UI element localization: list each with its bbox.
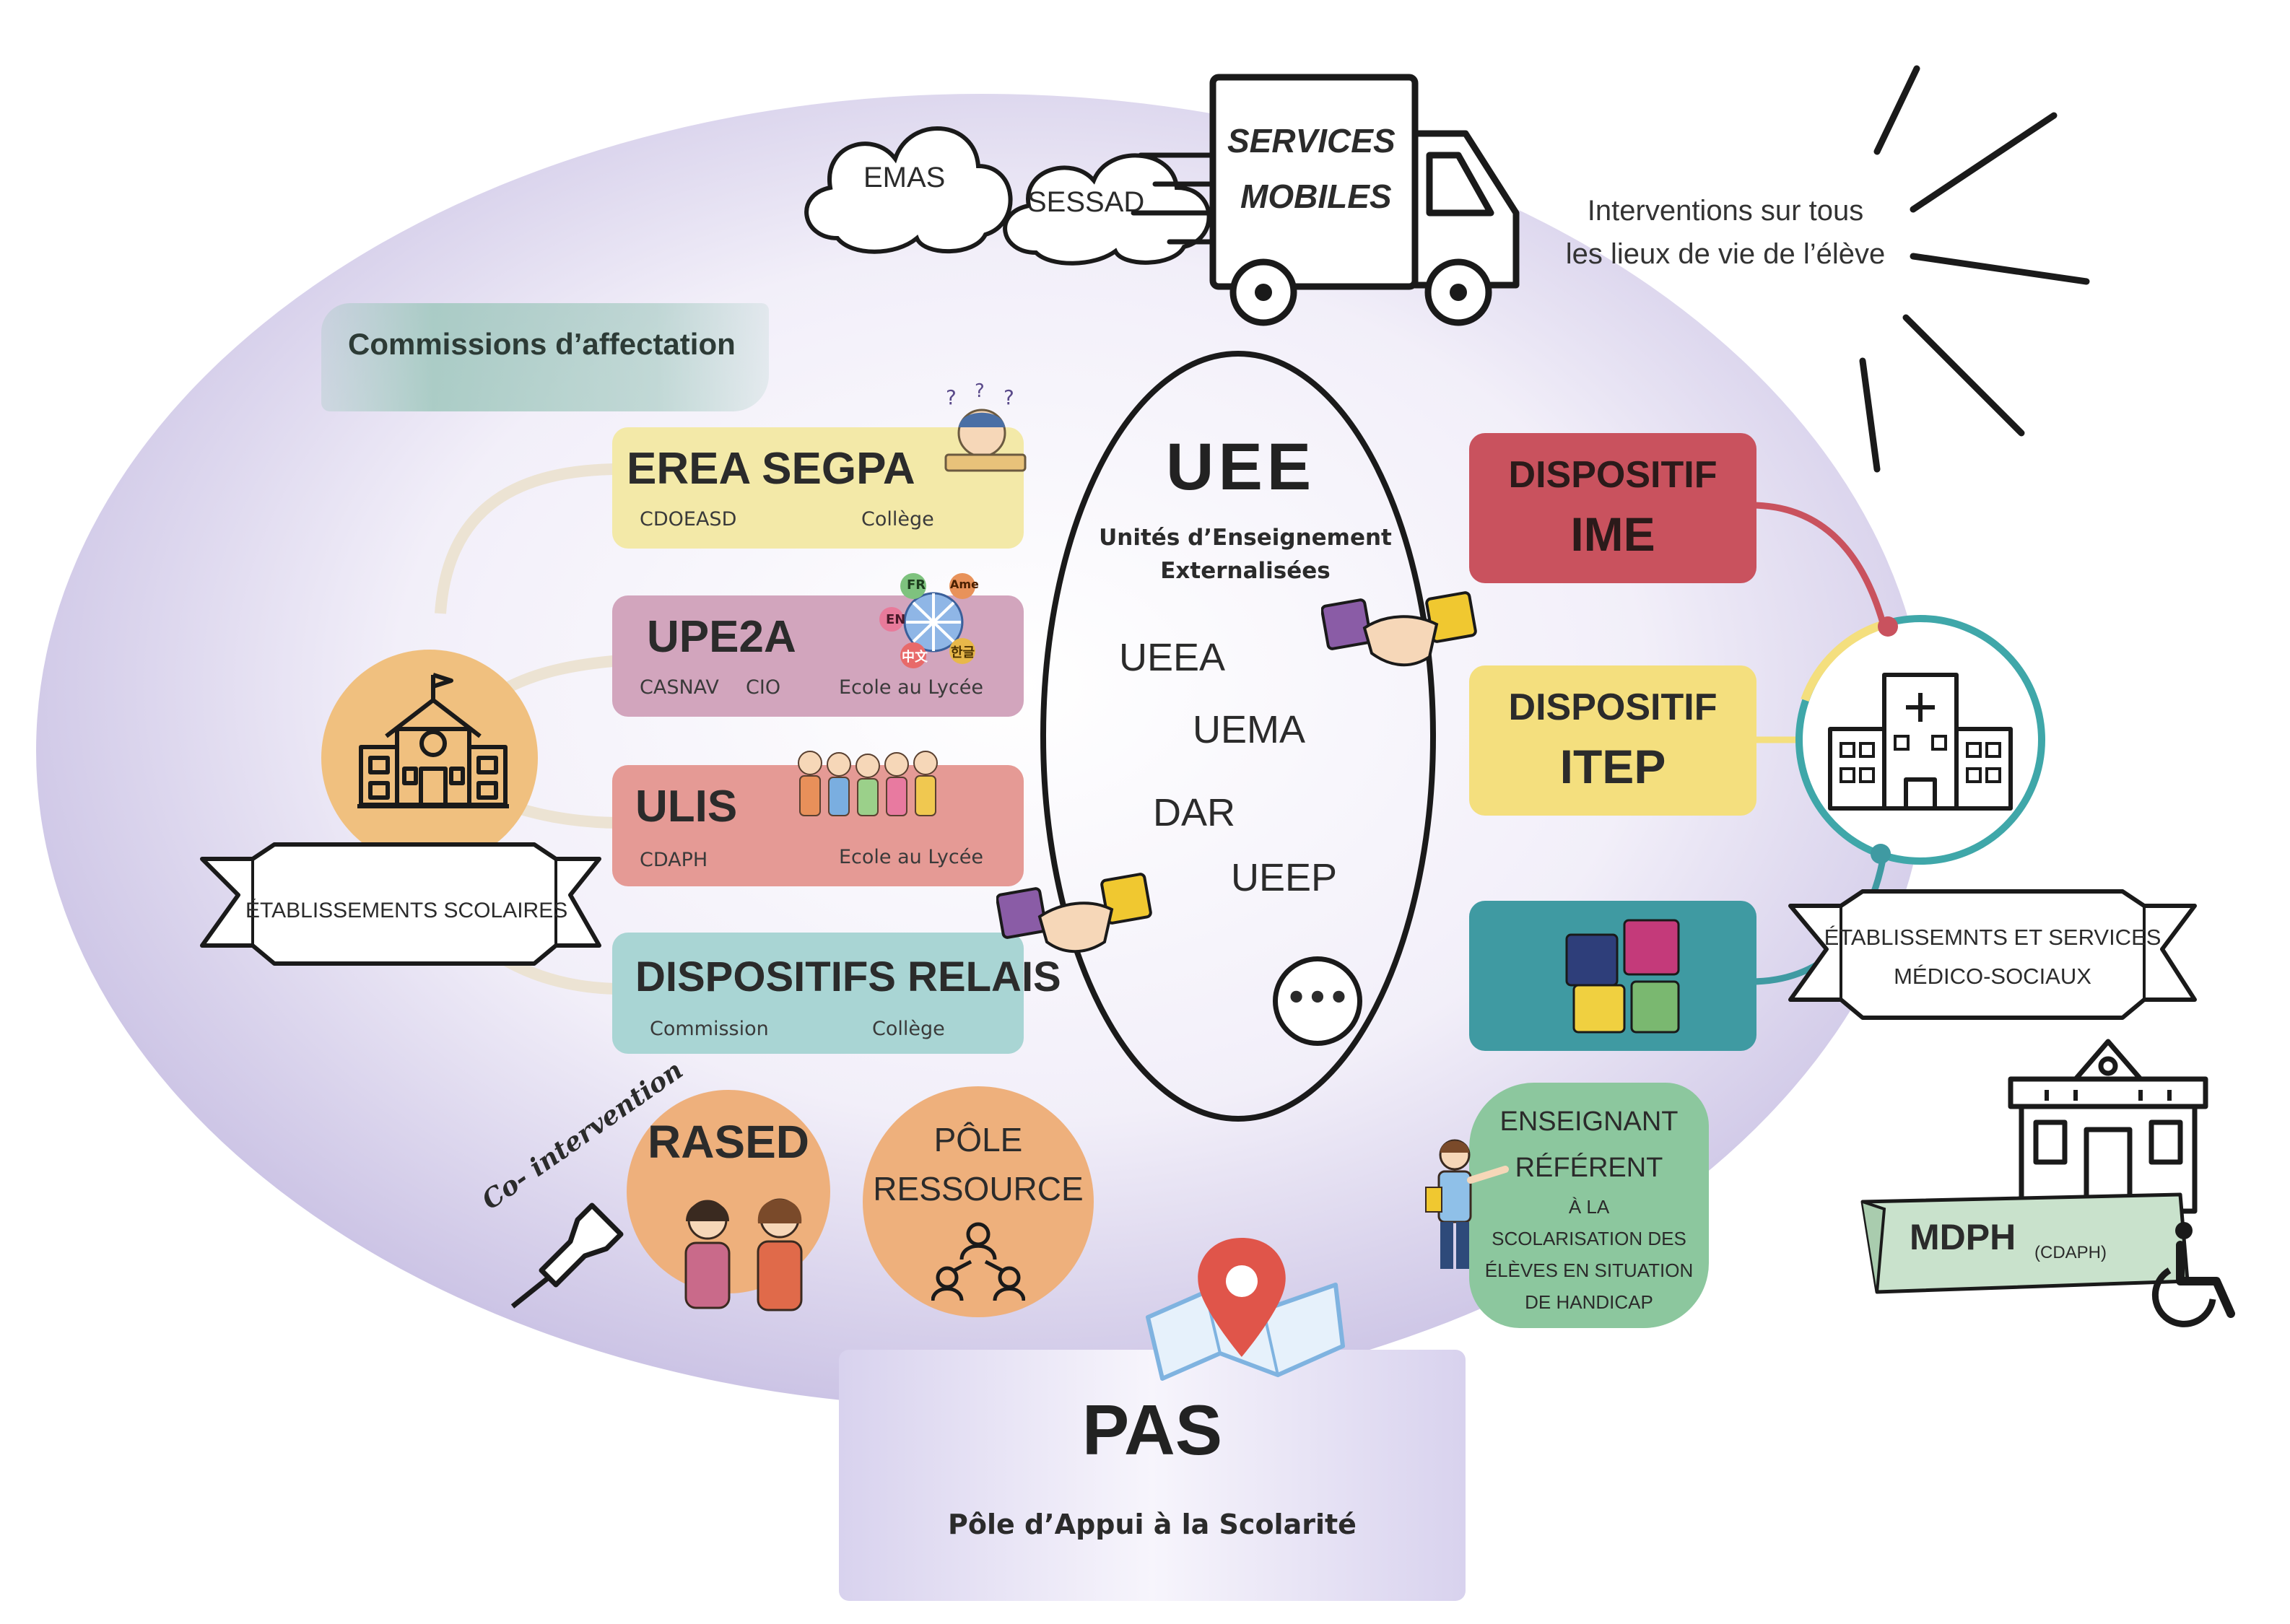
mdph-building-icon xyxy=(2008,1039,2208,1214)
card-ulis[interactable]: ULIS CDAPH Ecole au Lycée xyxy=(612,765,1024,886)
pole-ressource-label: PÔLE RESSOURCE xyxy=(863,1115,1094,1213)
card-upe2a-title: UPE2A xyxy=(647,612,796,662)
referent-line1: ENSEIGNANT xyxy=(1499,1106,1679,1137)
card-relais-title: DISPOSITIFS RELAIS xyxy=(635,953,1061,1000)
handshake-icon-top xyxy=(1321,591,1477,667)
uee-subtitle: Unités d’Enseignement Externalisées xyxy=(1083,521,1408,588)
commissions-label: Commissions d’affectation xyxy=(348,327,736,361)
uee-item-uema: UEMA xyxy=(1193,708,1306,751)
card-upe2a-sub3: Ecole au Lycée xyxy=(839,676,983,699)
wheelchair-icon xyxy=(2151,1222,2235,1327)
pole-line1: PÔLE xyxy=(933,1121,1023,1158)
ecole-circle xyxy=(321,650,538,866)
referent-line4: SCOLARISATION DES xyxy=(1492,1228,1686,1249)
card-relais-sub2: Collège xyxy=(872,1018,945,1040)
children-group-icon xyxy=(798,751,938,816)
network-people-icon xyxy=(931,1222,1025,1301)
lang-badge-zh: 中文 xyxy=(902,650,928,665)
uee-more-circle[interactable] xyxy=(1273,956,1362,1046)
cloud-emas-icon xyxy=(804,126,1013,254)
truck-label-line1: SERVICES xyxy=(1227,122,1396,160)
thinking-child-icon: ? ? ? xyxy=(944,383,1027,472)
background-ellipse xyxy=(36,94,1928,1407)
uee-ellipse xyxy=(1040,351,1436,1122)
card-upe2a-sub1: CASNAV xyxy=(640,676,719,699)
pas-box xyxy=(839,1350,1466,1601)
pushpin-icon xyxy=(510,1202,624,1309)
pas-subtitle: Pôle d’Appui à la Scolarité xyxy=(948,1509,1357,1540)
uee-more-dots: ••• xyxy=(1285,978,1350,1017)
interventions-line2: les lieux de vie de l’élève xyxy=(1565,238,1886,270)
teachers-icon xyxy=(684,1198,803,1311)
uee-subtitle-line2: Externalisées xyxy=(1160,558,1331,584)
sun-rays-icon xyxy=(1859,65,2090,473)
medico-sociaux-label: ÉTABLISSEMNTS ET SERVICES MÉDICO-SOCIAUX xyxy=(1819,918,2166,996)
handshake-icon-bottom xyxy=(996,873,1152,953)
teacher-man-icon xyxy=(1425,1139,1509,1269)
uee-title: UEE xyxy=(1166,430,1316,504)
interventions-line1: Interventions sur tous xyxy=(1587,195,1864,227)
uee-item-dar: DAR xyxy=(1153,791,1236,834)
pole-line2: RESSOURCE xyxy=(873,1170,1084,1208)
puzzle-icon xyxy=(1565,919,1680,1034)
etablissements-scolaires-label: ÉTABLISSEMENTS SCOLAIRES xyxy=(245,899,568,922)
ime-line2: IME xyxy=(1570,507,1655,561)
card-relais-sub1: Commission xyxy=(650,1018,769,1040)
interventions-text: Interventions sur tous les lieux de vie … xyxy=(1552,189,1899,276)
map-pin-icon xyxy=(1146,1238,1345,1381)
lang-badge-fr: FR xyxy=(907,577,926,593)
lang-badge-ame: Ame xyxy=(950,577,979,591)
ime-line1: DISPOSITIF xyxy=(1508,454,1718,496)
card-erea-segpa[interactable]: EREA SEGPA CDOEASD Collège xyxy=(612,427,1024,549)
medico-sociaux-line1: ÉTABLISSEMNTS ET SERVICES xyxy=(1824,925,2161,950)
svg-text:?: ? xyxy=(975,383,985,402)
rased-label: RASED xyxy=(647,1116,810,1168)
referent-line6: DE HANDICAP xyxy=(1525,1291,1653,1313)
svg-text:?: ? xyxy=(946,385,957,409)
card-upe2a-sub2: CIO xyxy=(746,676,781,699)
referent-text: ENSEIGNANT RÉFÉRENT À LA SCOLARISATION D… xyxy=(1469,1099,1709,1318)
truck-icon xyxy=(1131,74,1520,326)
card-enseignant-referent[interactable] xyxy=(1469,1083,1709,1328)
card-ulis-sub2: Ecole au Lycée xyxy=(839,846,983,868)
mdph-label: MDPH xyxy=(1910,1217,2016,1257)
card-dispositif-itep[interactable]: DISPOSITIF ITEP xyxy=(1469,665,1756,816)
mdph-sub-label: (CDAPH) xyxy=(2034,1243,2107,1262)
hospital-icon xyxy=(1828,673,2013,811)
cloud-sessad-label: SESSAD xyxy=(1027,186,1145,218)
pole-ressource-circle[interactable] xyxy=(863,1086,1094,1317)
card-ulis-title: ULIS xyxy=(635,782,738,831)
uee-item-ueep: UEEP xyxy=(1231,856,1338,899)
itep-line2: ITEP xyxy=(1559,740,1666,793)
lang-badge-ko: 한글 xyxy=(951,645,975,660)
commissions-brush xyxy=(321,303,769,411)
card-dispositif-ime[interactable]: DISPOSITIF IME xyxy=(1469,433,1756,583)
referent-line2: RÉFÉRENT xyxy=(1515,1153,1663,1183)
svg-text:?: ? xyxy=(1003,385,1014,409)
medico-sociaux-line2: MÉDICO-SOCIAUX xyxy=(1894,964,2091,989)
ribbon-etablissements-scolaires xyxy=(200,842,601,966)
card-erea-title: EREA SEGPA xyxy=(627,444,915,494)
uee-item-ueea: UEEA xyxy=(1119,636,1226,679)
lang-badge-en: EN xyxy=(886,612,906,627)
referent-line3: À LA xyxy=(1568,1196,1610,1218)
card-erea-sub1: CDOEASD xyxy=(640,508,737,531)
referent-line5: ÉLÈVES EN SITUATION xyxy=(1484,1260,1694,1281)
ribbon-medico-sociaux xyxy=(1788,889,2197,1020)
pas-title: PAS xyxy=(1081,1390,1223,1470)
card-erea-sub2: Collège xyxy=(861,508,934,531)
itep-line1: DISPOSITIF xyxy=(1508,686,1718,728)
card-ulis-sub1: CDAPH xyxy=(640,849,708,871)
uee-subtitle-line1: Unités d’Enseignement xyxy=(1099,525,1392,551)
languages-globe-icon xyxy=(879,573,975,668)
truck-label-line2: MOBILES xyxy=(1240,178,1392,215)
school-building-icon xyxy=(357,673,509,808)
mdph-ribbon xyxy=(1860,1192,2190,1294)
card-dispositifs-relais[interactable]: DISPOSITIFS RELAIS Commission Collège xyxy=(612,933,1061,1054)
cloud-emas-label: EMAS xyxy=(863,162,946,193)
